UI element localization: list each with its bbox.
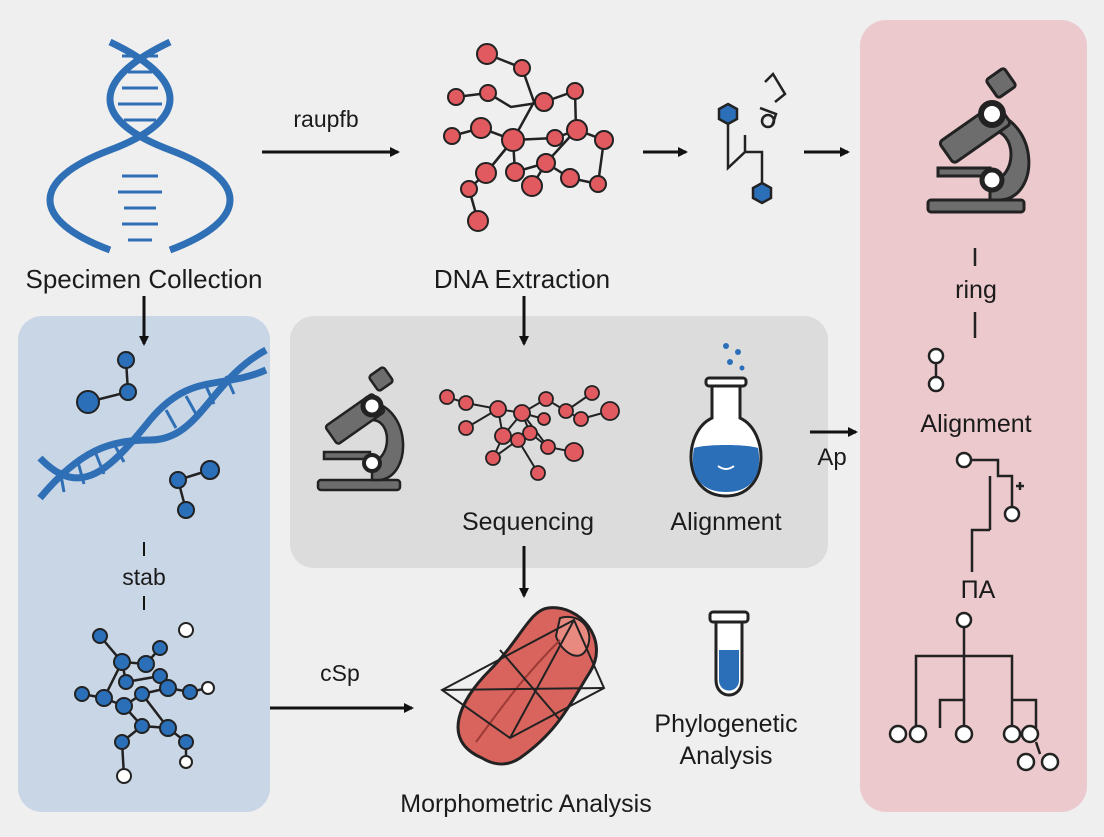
tissue-specimen-icon — [440, 606, 606, 766]
label-sequencing: Sequencing — [461, 508, 595, 536]
label-ring: ring — [955, 276, 997, 304]
flow-arrows — [139, 147, 858, 713]
label-phylogenetic-line1: Phylogenetic — [654, 710, 798, 738]
microscope-icon — [926, 67, 1031, 214]
dna-helix-icon — [46, 38, 234, 254]
label-alignment-center: Alignment — [670, 508, 782, 536]
gray-panel — [290, 316, 828, 568]
dna-helix-icon — [37, 346, 268, 519]
label-csp: cSp — [320, 660, 360, 686]
test-tube-icon — [708, 610, 750, 697]
label-specimen-collection: Specimen Collection — [25, 264, 263, 294]
pink-panel — [860, 20, 1087, 812]
label-dna-extraction: DNA Extraction — [433, 264, 611, 294]
label-pi-a: ΠA — [960, 576, 996, 604]
label-stab: stab — [122, 564, 166, 590]
label-phylogenetic-line2: Analysis — [679, 742, 773, 770]
molecule-fragment-icon — [717, 71, 787, 205]
molecule-network-icon — [74, 622, 215, 784]
label-ap: Ap — [817, 444, 847, 471]
microscope-icon — [316, 366, 405, 492]
label-alignment-right: Alignment — [920, 410, 1032, 438]
flask-icon — [689, 343, 763, 498]
label-raupfb: raupfb — [293, 106, 359, 132]
label-morphometric: Morphometric Analysis — [400, 790, 652, 818]
phylogenetic-tree-icon — [888, 248, 1060, 772]
molecule-network-icon — [439, 385, 620, 481]
molecule-network-icon — [443, 43, 614, 232]
